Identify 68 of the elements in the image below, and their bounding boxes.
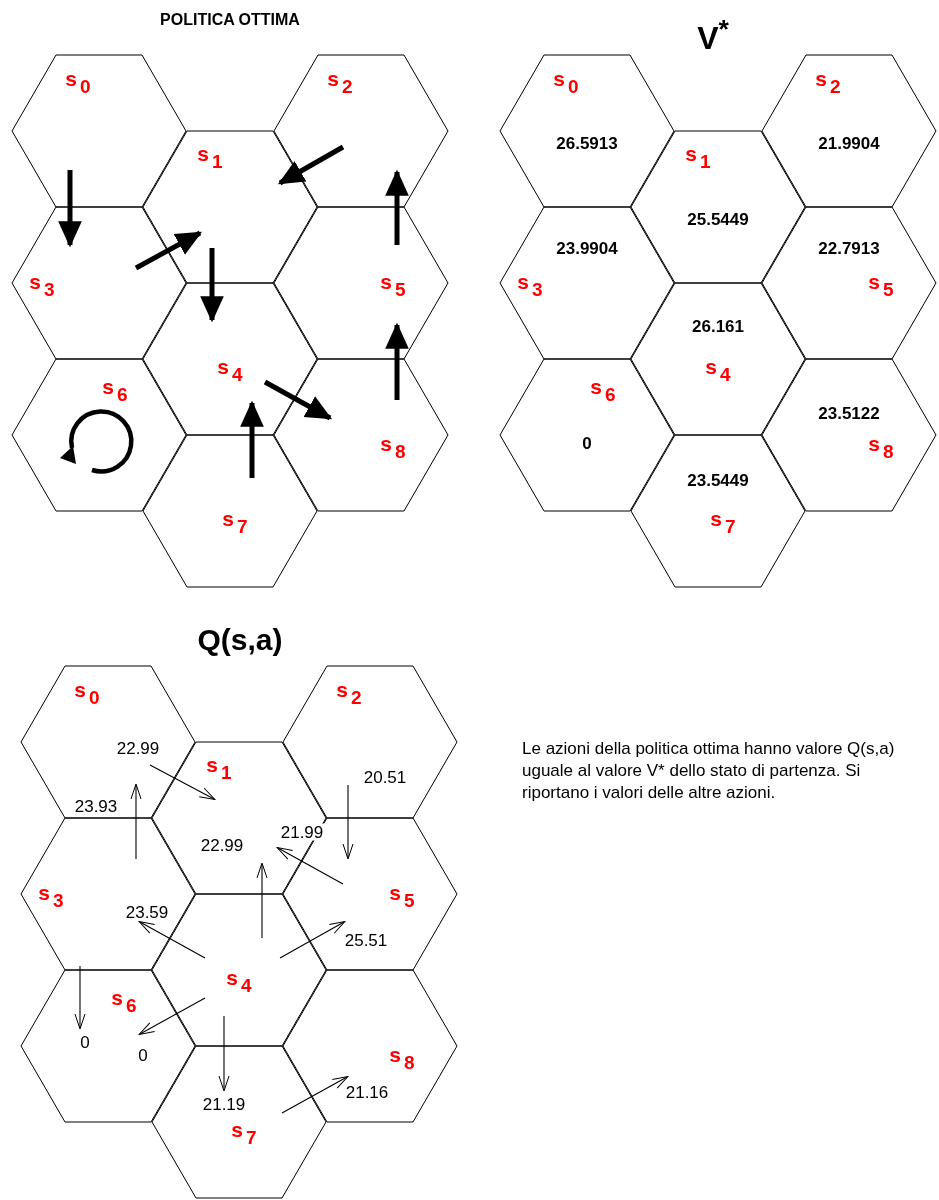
state-value: 23.9904 [556,239,618,257]
edge-label: 21.19 [201,1095,247,1113]
hex-cell [631,435,805,587]
hex-cell [12,55,186,207]
arrow [138,921,206,959]
hex-cell [762,359,936,511]
hex-cell [762,55,936,207]
arrow [134,230,203,271]
edge-label: 21.99 [279,823,325,841]
arrow [342,784,354,860]
edge-label: 0 [137,1046,149,1064]
panel-title: POLITICA OTTIMA [160,12,300,28]
arrow [74,965,86,1030]
arrow [218,1015,230,1092]
hex-cell [12,207,186,359]
state-value: 26.161 [692,317,744,335]
hex-cell [283,818,457,970]
arrow [58,170,82,248]
hex-cell [283,666,457,818]
hex-cell [500,55,674,207]
hex-cell [762,207,936,359]
arrow [263,379,333,421]
panel-title: V$^{*}$ [697,15,729,55]
panel-title: Q(s,a) [197,625,283,655]
note-paragraph: Le azioni della politica ottima hanno valore Q(s,a) uguale al valore V* dello stato di partenza. Si riportano i valori delle altre azioni. [522,738,896,805]
arrow [138,997,206,1035]
state-value: 26.5913 [556,134,618,152]
hex-cell [143,131,317,283]
arrow [130,783,142,860]
arrow [149,764,216,800]
arrow [200,248,224,323]
hex-cell [274,359,448,511]
edge-label: 23.93 [73,797,119,815]
arrow [256,862,268,939]
arrow [240,400,264,478]
hex-cell [21,970,195,1122]
edge-label: 22.99 [115,739,161,757]
arrow [385,169,409,245]
arrow [385,322,409,400]
state-value: 21.9904 [818,134,880,152]
edge-label: 23.59 [124,903,170,921]
state-value: 25.5449 [687,210,749,228]
edge-label: 22.99 [199,836,245,854]
hex-cell [152,1046,326,1198]
state-value: 23.5449 [687,471,749,489]
arrow [276,847,344,885]
hex-cell [21,666,195,818]
arrow [279,921,346,959]
state-value: 23.5122 [818,404,880,422]
hex-cell [631,283,805,435]
hex-cell [274,207,448,359]
hex-cell [631,131,805,283]
hex-cell [12,359,186,511]
hex-cell [274,55,448,207]
arrow [281,1076,349,1114]
hex-cell [500,359,674,511]
edge-label: 0 [79,1033,91,1051]
edge-label: 21.16 [344,1083,390,1101]
hex-cell [21,818,195,970]
hex-cell [143,435,317,587]
hex-cell [283,970,457,1122]
hex-cell [500,207,674,359]
edge-label: 25.51 [343,931,389,949]
arrow [277,144,345,186]
state-value: 22.7913 [818,239,880,257]
state-value: 0 [582,434,592,452]
edge-label: 20.51 [362,768,408,786]
hex-cell [143,283,317,435]
